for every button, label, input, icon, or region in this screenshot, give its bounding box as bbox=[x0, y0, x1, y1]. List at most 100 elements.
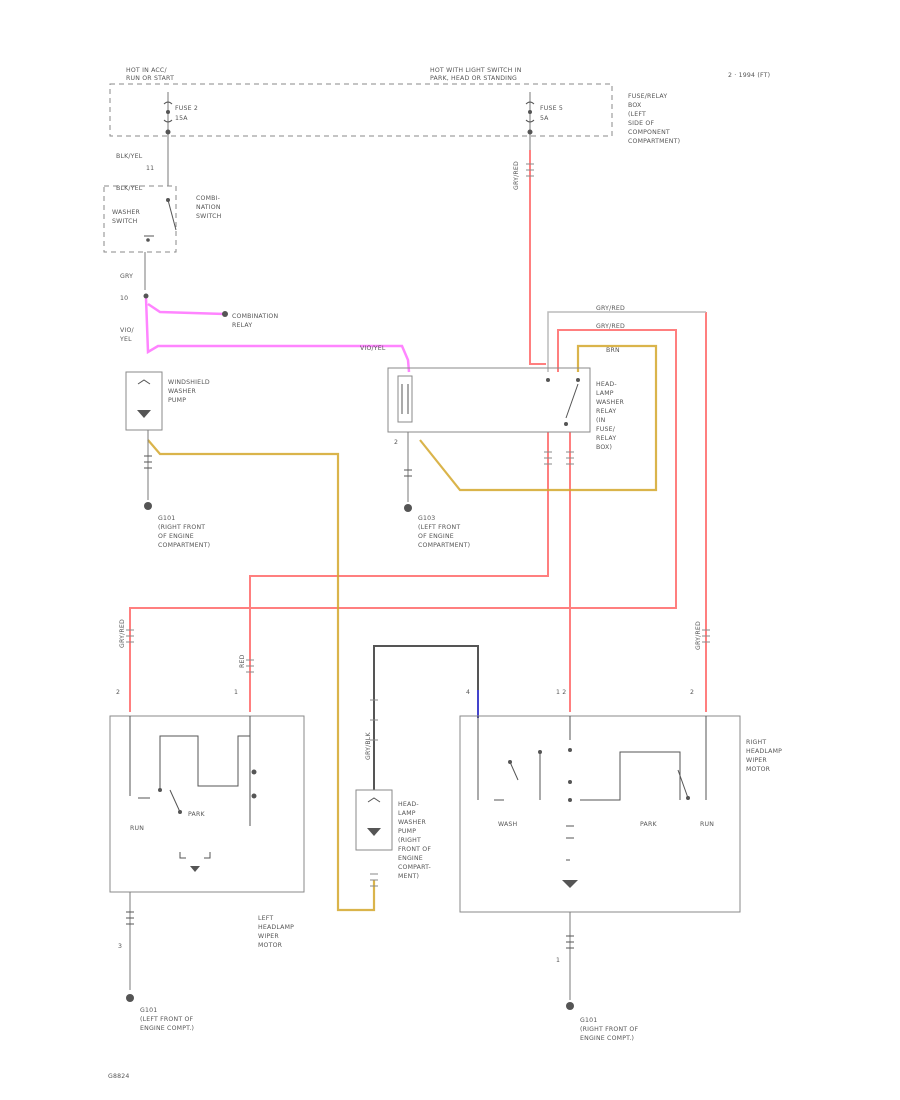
headlamp-washer-pump: GRY/BLK HEAD- LAMP WASHER PUMP (RIGHT FR… bbox=[355, 732, 431, 880]
left-motor-label-3: WIPER bbox=[258, 933, 279, 940]
relay-label-7: RELAY bbox=[596, 435, 616, 442]
washer-switch-label-2: SWITCH bbox=[112, 218, 138, 225]
left-motor-pin-a: 2 bbox=[116, 689, 120, 696]
right-fuse-wire-label: GRY/RED bbox=[513, 161, 520, 190]
left-headlamp-wiper-motor: GRY/RED RED 2 1 RUN PARK 3 LEFT HEADLAMP… bbox=[109, 619, 305, 1032]
right-motor-park: PARK bbox=[640, 821, 657, 828]
combination-relay-label-2: RELAY bbox=[232, 322, 252, 329]
relay-label-6: FUSE/ bbox=[596, 426, 616, 433]
pump-ground-3: OF ENGINE bbox=[158, 533, 194, 540]
relay-label-2: LAMP bbox=[596, 390, 614, 397]
left-motor-run: RUN bbox=[130, 825, 144, 832]
relay-label-8: BOX) bbox=[596, 444, 612, 451]
washer-pump-label-2: LAMP bbox=[398, 810, 416, 817]
left-header-2: RUN OR START bbox=[126, 75, 174, 82]
right-ground-1: G101 bbox=[580, 1017, 597, 1024]
vio-yel-wires bbox=[144, 297, 411, 373]
left-ground-3: ENGINE COMPT.) bbox=[140, 1025, 194, 1032]
right-motor-wash: WASH bbox=[498, 821, 518, 828]
brn-wires bbox=[147, 344, 658, 912]
headlamp-washer-relay: VIO/YEL GRY/RED GRY/RED BRN HEAD- LAMP W… bbox=[360, 305, 625, 549]
windshield-washer-pump: WINDSHIELD WASHER PUMP G101 (RIGHT FRONT… bbox=[125, 371, 210, 549]
pump-ground-1: G101 bbox=[158, 515, 175, 522]
gry-blk-wire bbox=[373, 645, 479, 790]
right-motor-wire-c: GRY/RED bbox=[695, 621, 702, 650]
box-location-3: (LEFT bbox=[628, 111, 646, 118]
right-ground-3: ENGINE COMPT.) bbox=[580, 1035, 634, 1042]
switch-bottom-wire: VIO/ bbox=[120, 327, 135, 334]
box-location-1: FUSE/RELAY bbox=[628, 93, 667, 100]
washer-pump-label-6: FRONT OF bbox=[398, 846, 431, 853]
gry-red-wire bbox=[547, 311, 706, 372]
relay-wire-c: BRN bbox=[606, 347, 620, 354]
right-motor-label-2: HEADLAMP bbox=[746, 748, 782, 755]
box-location-2: BOX bbox=[628, 102, 642, 109]
switch-top-label: BLK/YEL bbox=[116, 185, 143, 192]
left-header: HOT IN ACC/ bbox=[126, 67, 167, 74]
washer-switch: BLK/YEL 11 BLK/YEL WASHER SWITCH COMBI- … bbox=[103, 146, 278, 343]
washer-pump-label-1: HEAD- bbox=[398, 801, 419, 808]
left-motor-label-4: MOTOR bbox=[258, 942, 283, 949]
box-location-4: SIDE OF bbox=[628, 120, 654, 127]
left-ground-2: (LEFT FRONT OF bbox=[140, 1016, 194, 1023]
pump-ground-2: (RIGHT FRONT bbox=[158, 524, 205, 531]
switch-bottom-wire-2: YEL bbox=[119, 336, 132, 343]
box-location-5: COMPONENT bbox=[628, 129, 670, 136]
fuse-right: FUSE 5 bbox=[540, 105, 563, 112]
washer-pump-label-4: PUMP bbox=[398, 828, 416, 835]
relay-pin: 2 bbox=[394, 439, 398, 446]
washer-switch-label: WASHER bbox=[112, 209, 141, 216]
relay-ground-1: G103 bbox=[418, 515, 435, 522]
washer-pump-label-5: (RIGHT bbox=[398, 837, 421, 844]
right-motor-pin-c: 2 bbox=[690, 689, 694, 696]
relay-wire-b: GRY/RED bbox=[596, 323, 625, 330]
combination-relay-label: COMBINATION bbox=[232, 313, 278, 320]
switch-mid-pin: 10 bbox=[120, 295, 128, 302]
left-motor-park: PARK bbox=[188, 811, 205, 818]
relay-label-5: (IN bbox=[596, 417, 606, 424]
relay-ground-4: COMPARTMENT) bbox=[418, 542, 470, 549]
fuse-right-rating: 5A bbox=[540, 115, 549, 122]
combination-switch-label-3: SWITCH bbox=[196, 213, 222, 220]
washer-pump-label-3: WASHER bbox=[398, 819, 427, 826]
right-motor-label-3: WIPER bbox=[746, 757, 767, 764]
left-motor-pin-gnd: 3 bbox=[118, 943, 122, 950]
right-motor-pin-a: 4 bbox=[466, 689, 470, 696]
combination-switch-label: COMBI- bbox=[196, 195, 220, 202]
right-motor-pin-b: 1 2 bbox=[556, 689, 566, 696]
relay-label-4: RELAY bbox=[596, 408, 616, 415]
relay-label-3: WASHER bbox=[596, 399, 625, 406]
relay-ground-3: OF ENGINE bbox=[418, 533, 454, 540]
pump-label-2: WASHER bbox=[168, 388, 197, 395]
connector-marks bbox=[126, 163, 710, 887]
washer-pump-label-8: COMPART- bbox=[398, 864, 431, 871]
fuse-left: FUSE 2 bbox=[175, 105, 198, 112]
right-motor-run: RUN bbox=[700, 821, 714, 828]
left-motor-label-2: HEADLAMP bbox=[258, 924, 294, 931]
vio-yel-tag: VIO/YEL bbox=[360, 345, 386, 352]
right-headlamp-wiper-motor: GRY/RED 4 1 2 2 WASH PARK RUN 1 RIGHT HE… bbox=[459, 621, 782, 1042]
pump-label-1: WINDSHIELD bbox=[168, 379, 210, 386]
right-header: HOT WITH LIGHT SWITCH IN bbox=[430, 67, 522, 74]
model-note: 2 · 1994 (FT) bbox=[728, 72, 770, 79]
combination-switch-label-2: NATION bbox=[196, 204, 221, 211]
red-wires bbox=[129, 150, 707, 712]
washer-pump-wire: GRY/BLK bbox=[365, 732, 372, 760]
right-motor-label-4: MOTOR bbox=[746, 766, 771, 773]
relay-label-1: HEAD- bbox=[596, 381, 617, 388]
right-ground-2: (RIGHT FRONT OF bbox=[580, 1026, 639, 1033]
relay-ground-2: (LEFT FRONT bbox=[418, 524, 460, 531]
left-ground-1: G101 bbox=[140, 1007, 157, 1014]
box-location-6: COMPARTMENT) bbox=[628, 138, 680, 145]
figure-id: G8824 bbox=[108, 1073, 130, 1080]
left-motor-wire-a: GRY/RED bbox=[119, 619, 126, 648]
fuse-left-rating: 15A bbox=[175, 115, 188, 122]
washer-pump-label-7: ENGINE bbox=[398, 855, 423, 862]
switch-top-pin: 11 bbox=[146, 165, 154, 172]
right-motor-label-1: RIGHT bbox=[746, 739, 766, 746]
pump-label-3: PUMP bbox=[168, 397, 186, 404]
switch-mid-wire: GRY bbox=[120, 273, 133, 280]
left-motor-wire-b: RED bbox=[239, 654, 246, 668]
right-motor-pin-gnd: 1 bbox=[556, 957, 560, 964]
